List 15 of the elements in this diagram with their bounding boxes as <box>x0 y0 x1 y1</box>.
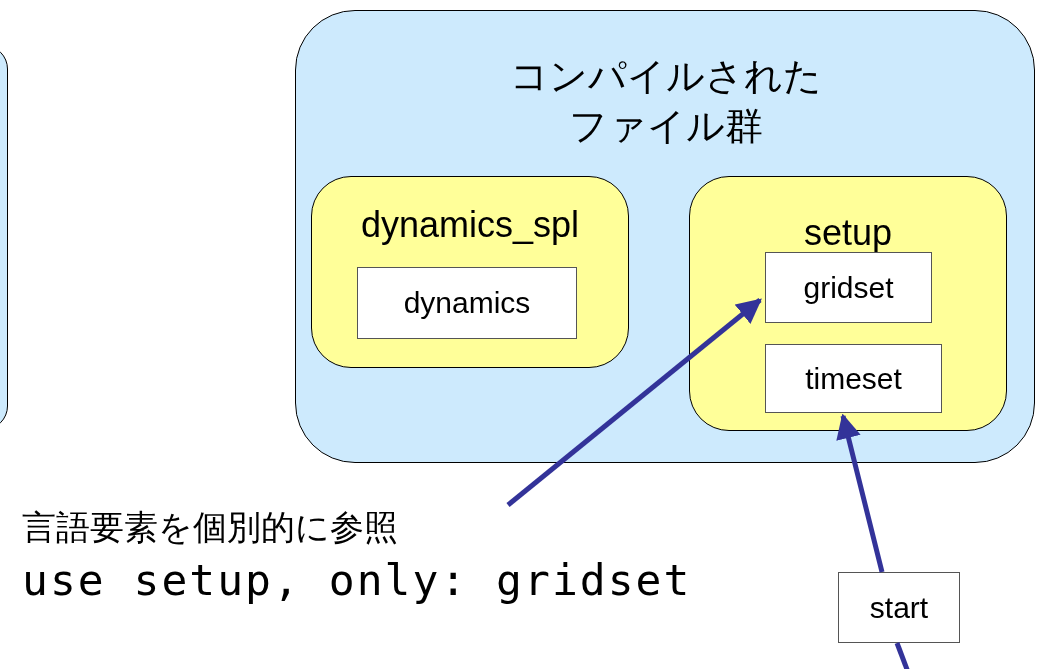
program-box: start <box>838 572 960 643</box>
box-title: setup <box>802 213 894 253</box>
connector-line <box>894 642 911 669</box>
module-box <box>689 176 1007 431</box>
routine-box: timeset <box>765 344 942 413</box>
group-box <box>295 10 1035 463</box>
routine-box: gridset <box>765 252 932 323</box>
note-text: 言語要素を個別的に参照 <box>22 506 398 549</box>
code-text: use setup, only: gridset <box>22 555 692 605</box>
box-title: コンパイルされたファイル群 <box>509 53 823 150</box>
routine-box: dynamics <box>357 267 577 339</box>
arrow <box>506 298 762 507</box>
module-box <box>311 176 629 368</box>
arrow <box>836 413 885 573</box>
box-title: dynamics_spl <box>359 205 581 245</box>
